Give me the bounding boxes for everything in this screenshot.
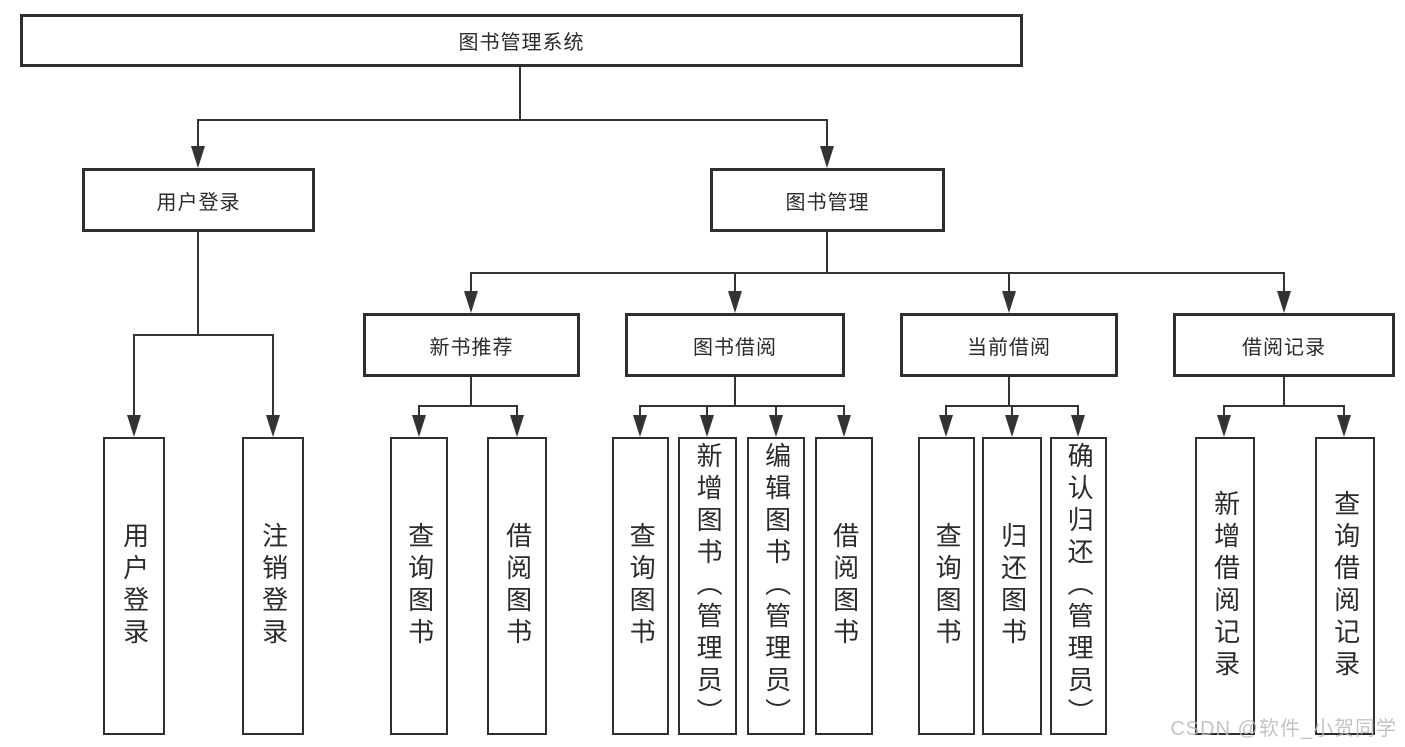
leaf-add-books-admin: 新增图书（管理员） xyxy=(678,437,737,735)
connector-line xyxy=(519,67,521,121)
connector-line xyxy=(706,405,708,419)
connector-line xyxy=(1343,405,1345,419)
connector-line xyxy=(775,405,777,419)
node-new-book-recommend-label: 新书推荐 xyxy=(429,336,514,359)
node-book-borrow-label: 图书借阅 xyxy=(693,336,777,359)
connector-line xyxy=(133,334,135,419)
connector-line xyxy=(639,405,641,419)
connector-line xyxy=(272,334,274,419)
arrowhead-down-icon xyxy=(191,146,205,168)
node-borrow-records: 借阅记录 xyxy=(1173,313,1395,377)
leaf-user-login: 用户登录 xyxy=(103,437,165,735)
leaf-borrow-books-borrow: 借阅图书 xyxy=(815,437,873,735)
leaf-query-books-label: 查询图书 xyxy=(932,522,963,650)
leaf-return-books: 归还图书 xyxy=(982,437,1042,735)
leaf-add-borrow-record-label: 新增借阅记录 xyxy=(1210,490,1241,682)
arrowhead-down-icon xyxy=(1002,291,1016,313)
leaf-query-books-current: 查询图书 xyxy=(918,437,975,735)
connector-line xyxy=(470,377,472,407)
connector-line xyxy=(1283,377,1285,407)
arrowhead-down-icon xyxy=(700,415,714,437)
connector-line xyxy=(639,405,845,407)
arrowhead-down-icon xyxy=(728,291,742,313)
connector-line xyxy=(470,272,1285,274)
leaf-edit-books-admin-label: 编辑图书（管理员） xyxy=(761,442,792,730)
leaf-query-borrow-record-label: 查询借阅记录 xyxy=(1330,490,1361,682)
node-current-borrow: 当前借阅 xyxy=(900,313,1118,377)
leaf-confirm-return-admin-label: 确认归还（管理员） xyxy=(1064,442,1095,730)
leaf-user-login-label: 用户登录 xyxy=(119,522,150,650)
arrowhead-down-icon xyxy=(769,415,783,437)
leaf-query-books-label: 查询图书 xyxy=(626,522,657,650)
connector-line xyxy=(133,334,274,336)
connector-line xyxy=(516,405,518,419)
leaf-edit-books-admin: 编辑图书（管理员） xyxy=(747,437,805,735)
arrowhead-down-icon xyxy=(820,146,834,168)
leaf-query-borrow-record: 查询借阅记录 xyxy=(1315,437,1375,735)
node-current-borrow-label: 当前借阅 xyxy=(967,336,1051,359)
connector-line xyxy=(1223,405,1225,419)
connector-line xyxy=(197,232,199,336)
connector-line xyxy=(734,272,736,294)
node-borrow-records-label: 借阅记录 xyxy=(1242,336,1326,359)
leaf-borrow-books-recommend: 借阅图书 xyxy=(487,437,547,735)
node-root-label: 图书管理系统 xyxy=(458,32,585,54)
node-book-management-label: 图书管理 xyxy=(785,191,870,214)
connector-line xyxy=(734,377,736,407)
connector-line xyxy=(418,405,420,419)
connector-line xyxy=(1223,405,1345,407)
node-book-management: 图书管理 xyxy=(710,168,945,232)
node-user-login: 用户登录 xyxy=(82,168,315,232)
leaf-query-books-recommend: 查询图书 xyxy=(390,437,448,735)
arrowhead-down-icon xyxy=(266,415,280,437)
connector-line xyxy=(470,272,472,294)
node-root: 图书管理系统 xyxy=(20,14,1023,67)
node-book-borrow: 图书借阅 xyxy=(625,313,845,377)
arrowhead-down-icon xyxy=(939,415,953,437)
leaf-logout: 注销登录 xyxy=(242,437,304,735)
leaf-add-borrow-record: 新增借阅记录 xyxy=(1195,437,1255,735)
connector-line xyxy=(1008,272,1010,294)
connector-line xyxy=(1008,377,1010,407)
connector-line xyxy=(418,405,518,407)
connector-line xyxy=(197,119,828,121)
arrowhead-down-icon xyxy=(1277,291,1291,313)
arrowhead-down-icon xyxy=(1337,415,1351,437)
arrowhead-down-icon xyxy=(837,415,851,437)
watermark-text: CSDN @软件_小贺同学 xyxy=(1170,718,1397,740)
connector-line xyxy=(197,119,199,149)
connector-line xyxy=(1077,405,1079,419)
leaf-query-books-label: 查询图书 xyxy=(404,522,435,650)
arrowhead-down-icon xyxy=(127,415,141,437)
arrowhead-down-icon xyxy=(412,415,426,437)
connector-line xyxy=(826,119,828,149)
node-user-login-label: 用户登录 xyxy=(156,191,241,214)
connector-line xyxy=(1283,272,1285,294)
connector-line xyxy=(826,232,828,274)
leaf-borrow-books-label: 借阅图书 xyxy=(502,522,533,650)
leaf-logout-label: 注销登录 xyxy=(258,522,289,650)
leaf-return-books-label: 归还图书 xyxy=(997,522,1028,650)
arrowhead-down-icon xyxy=(1071,415,1085,437)
node-new-book-recommend: 新书推荐 xyxy=(363,313,580,377)
connector-line xyxy=(843,405,845,419)
arrowhead-down-icon xyxy=(464,291,478,313)
leaf-add-books-admin-label: 新增图书（管理员） xyxy=(693,442,724,730)
arrowhead-down-icon xyxy=(633,415,647,437)
arrowhead-down-icon xyxy=(1217,415,1231,437)
arrowhead-down-icon xyxy=(510,415,524,437)
connector-line xyxy=(945,405,947,419)
leaf-query-books-borrow: 查询图书 xyxy=(612,437,669,735)
leaf-confirm-return-admin: 确认归还（管理员） xyxy=(1050,437,1107,735)
arrowhead-down-icon xyxy=(1005,415,1019,437)
connector-line xyxy=(1011,405,1013,419)
leaf-borrow-books-label: 借阅图书 xyxy=(829,522,860,650)
